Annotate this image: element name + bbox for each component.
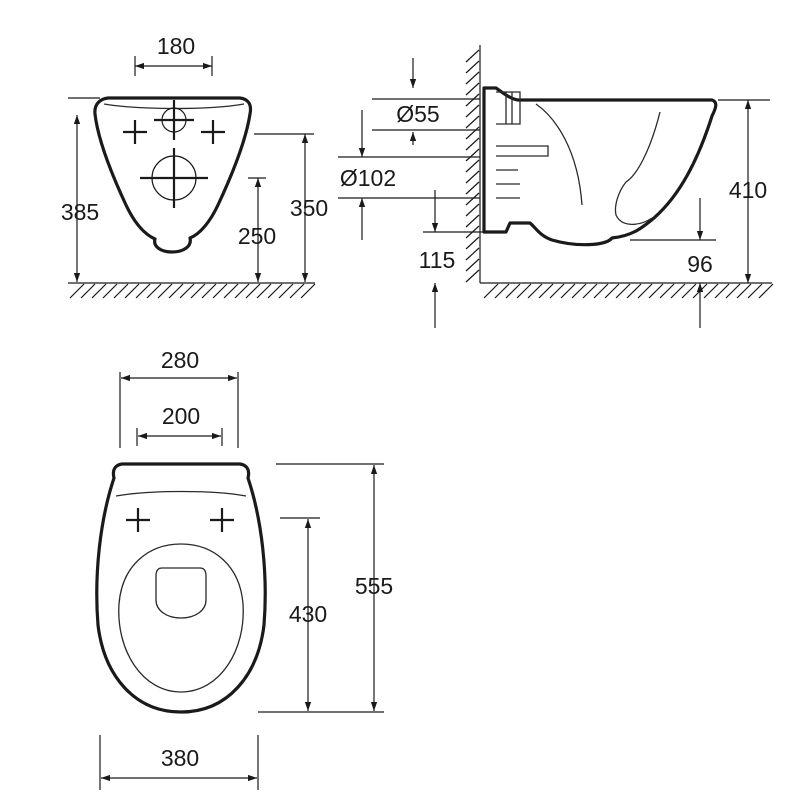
front-view: 180 385 350 250 xyxy=(61,33,328,299)
dim-label-350: 350 xyxy=(290,195,328,221)
dim-label-96: 96 xyxy=(687,251,713,277)
side-view-inner-bowl xyxy=(535,103,661,226)
side-view-floor-hatch xyxy=(483,283,774,299)
top-view-drain-opening xyxy=(155,567,207,619)
top-view-left-fixing-cross xyxy=(126,508,150,532)
front-view-right-fixing-cross xyxy=(201,120,225,144)
top-view-inner-seat xyxy=(118,543,244,693)
side-view-bowl-outline xyxy=(482,86,718,247)
front-view-outlet-hole xyxy=(140,148,208,208)
dim-label-115: 115 xyxy=(419,247,456,273)
dim-label-d55: Ø55 xyxy=(396,101,439,127)
side-view-water-inlet xyxy=(496,91,521,125)
dim-label-d102: Ø102 xyxy=(340,165,396,191)
dim-label-200: 200 xyxy=(162,403,200,429)
front-view-left-fixing-cross xyxy=(123,120,147,144)
front-view-bowl-outline xyxy=(93,96,253,254)
top-view: 280 200 555 430 380 xyxy=(95,347,393,790)
dim-label-180: 180 xyxy=(157,33,195,59)
top-view-right-fixing-cross xyxy=(210,508,234,532)
dim-label-250: 250 xyxy=(238,223,276,249)
dim-label-385: 385 xyxy=(61,199,99,225)
dim-label-430: 430 xyxy=(289,601,327,627)
front-view-floor-hatch xyxy=(69,283,316,299)
dim-label-410: 410 xyxy=(729,177,767,203)
top-view-hinge-line xyxy=(115,490,247,497)
side-view-outlet-pipe xyxy=(496,145,549,199)
dim-label-380: 380 xyxy=(161,745,199,771)
dim-label-280: 280 xyxy=(161,347,199,373)
dim-label-555: 555 xyxy=(355,573,393,599)
side-view: Ø55 Ø102 115 410 96 xyxy=(338,45,774,328)
front-view-top-fixing-hole xyxy=(154,100,194,140)
side-view-wall-hatch xyxy=(465,49,480,283)
